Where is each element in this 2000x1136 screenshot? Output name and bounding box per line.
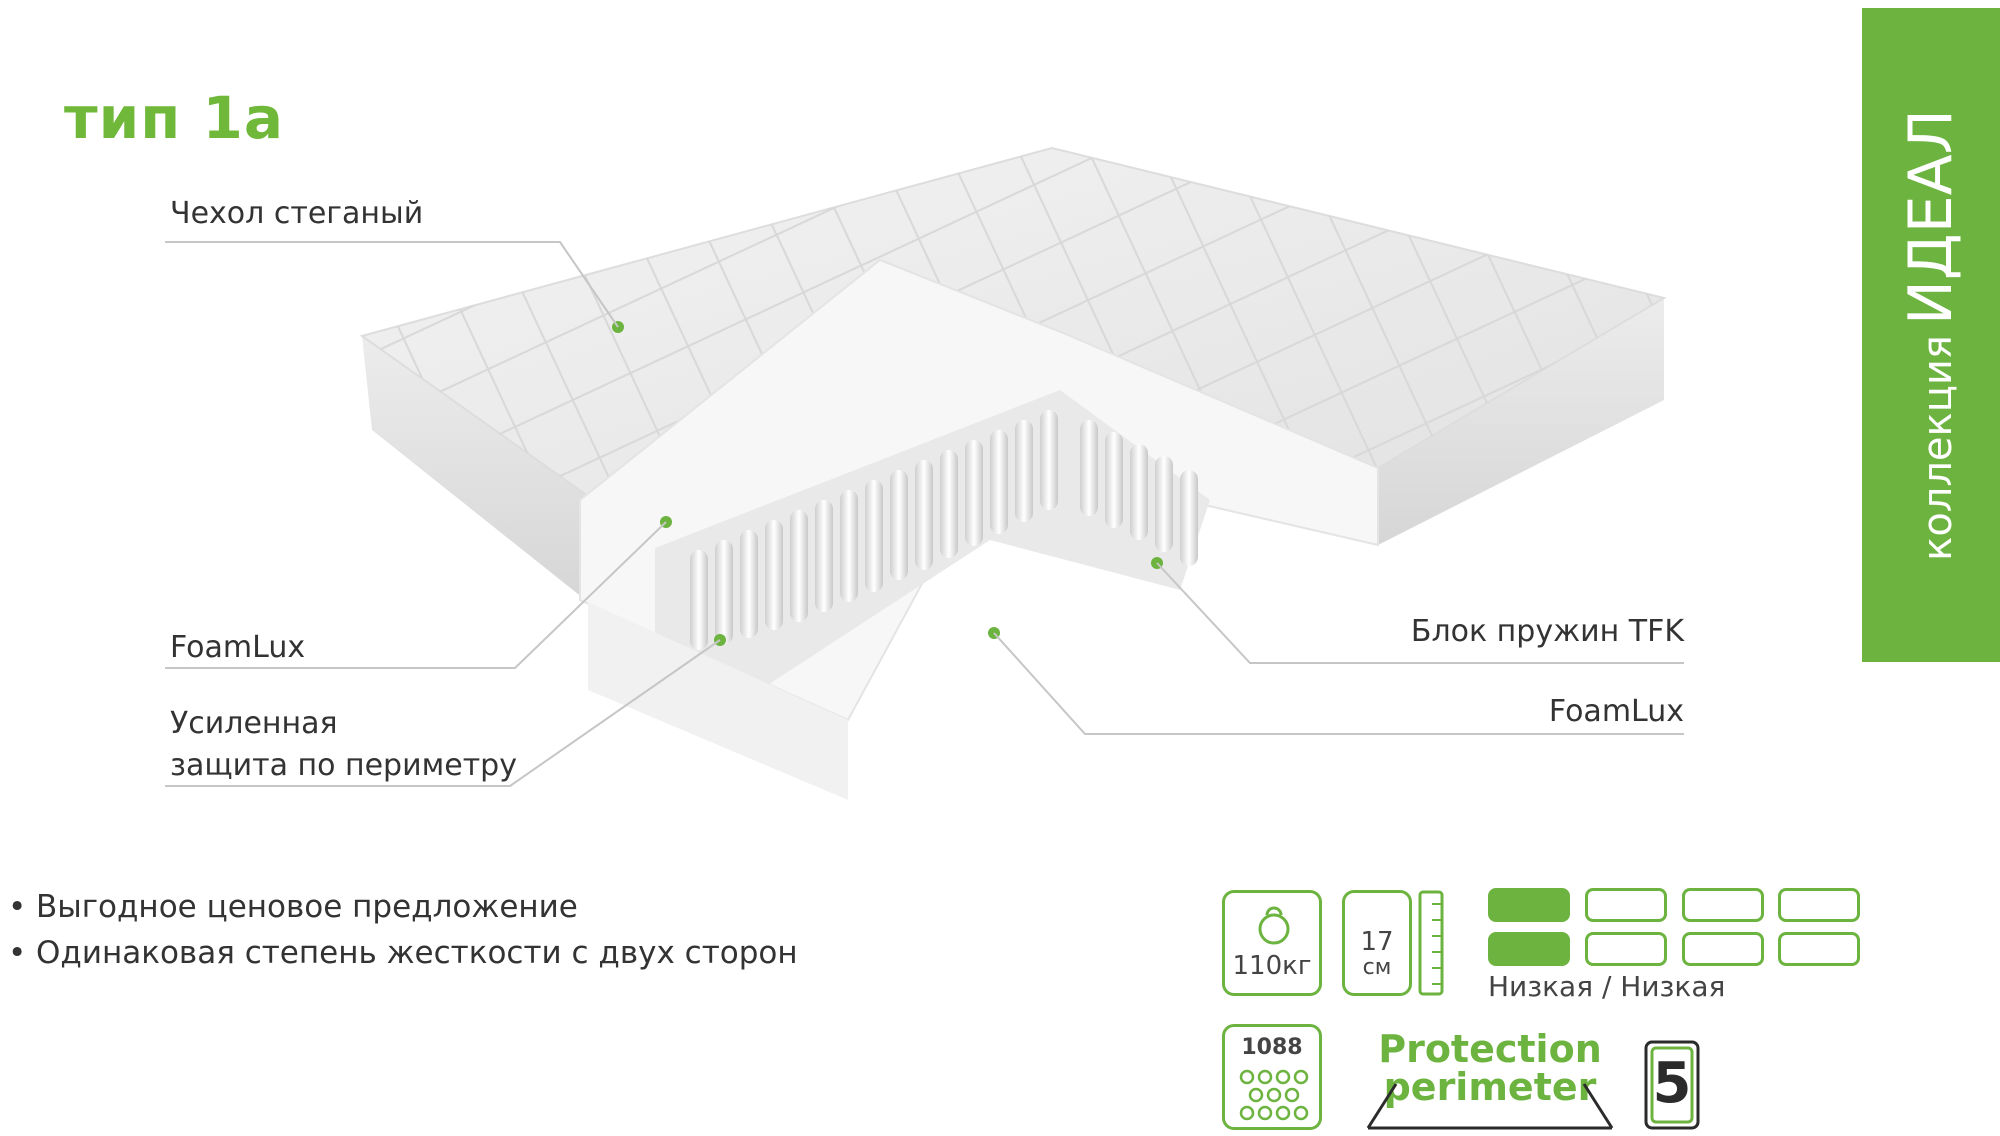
height-spec: 17 см: [1342, 890, 1412, 996]
stiffness-label: Низкая / Низкая: [1488, 970, 1726, 1003]
feature-item: •Одинаковая степень жесткости с двух сто…: [8, 930, 798, 976]
callout-lines: [165, 241, 1684, 787]
collection-name: ИДЕАЛ: [1896, 109, 1966, 326]
feature-item: •Выгодное ценовое предложение: [8, 884, 798, 930]
collection-prefix: коллекция: [1915, 335, 1961, 561]
warranty-years: 5: [1652, 1051, 1692, 1116]
foam-bottom-edge: [588, 602, 848, 800]
stiffness-side1-seg3: [1682, 888, 1764, 922]
springs-icon: [1239, 1069, 1309, 1121]
label-spring-block: Блок пружин TFK: [1410, 614, 1684, 649]
stiffness-side2-seg1: [1488, 932, 1570, 966]
page-title: тип 1а: [64, 84, 285, 152]
bullet-glyph: •: [8, 935, 27, 971]
protection-perimeter-badge: Protection perimeter: [1360, 1030, 1620, 1106]
label-foam-top: FoamLux: [170, 630, 306, 665]
label-foam-bottom: FoamLux: [1548, 694, 1684, 729]
bullet-glyph: •: [8, 889, 27, 925]
weight-value: 110кг: [1232, 951, 1312, 981]
feature-text: Выгодное ценовое предложение: [36, 889, 578, 925]
springs-spec: 1088: [1222, 1024, 1322, 1130]
protection-line1: Protection: [1378, 1027, 1602, 1071]
mattress-right-side: [1378, 298, 1664, 545]
protection-line2: perimeter: [1383, 1065, 1597, 1109]
stiffness-side2-seg4: [1778, 932, 1860, 966]
stiffness-side1-seg1: [1488, 888, 1570, 922]
feature-list: •Выгодное ценовое предложение •Одинакова…: [8, 884, 798, 976]
warranty-frame: [1644, 1040, 1700, 1130]
label-cover: Чехол стеганый: [170, 196, 424, 231]
weight-spec: 110кг: [1222, 890, 1322, 996]
stiffness-side1-seg4: [1778, 888, 1860, 922]
kettlebell-icon: [1258, 906, 1290, 945]
protection-perimeter-frame: [1366, 1083, 1614, 1130]
label-perimeter-line1: Усиленная: [170, 706, 338, 741]
height-unit: см: [1362, 955, 1392, 980]
stiffness-side2-seg2: [1585, 932, 1667, 966]
mattress-left-side: [362, 336, 588, 602]
stiffness-side2-seg3: [1682, 932, 1764, 966]
height-value: 17: [1360, 927, 1394, 957]
collection-panel: коллекция ИДЕАЛ: [1862, 8, 2000, 662]
quilt-pattern: [362, 148, 1664, 496]
ruler-icon: [1418, 890, 1444, 996]
warranty-5-icon: 5: [1644, 1040, 1700, 1130]
springs-count: 1088: [1241, 1035, 1303, 1060]
mattress-illustration: [165, 146, 1684, 800]
feature-text: Одинаковая степень жесткости с двух стор…: [36, 935, 798, 971]
stiffness-side1-seg2: [1585, 888, 1667, 922]
spring-coils: [690, 410, 1198, 650]
label-perimeter-line2: защита по периметру: [170, 748, 517, 783]
